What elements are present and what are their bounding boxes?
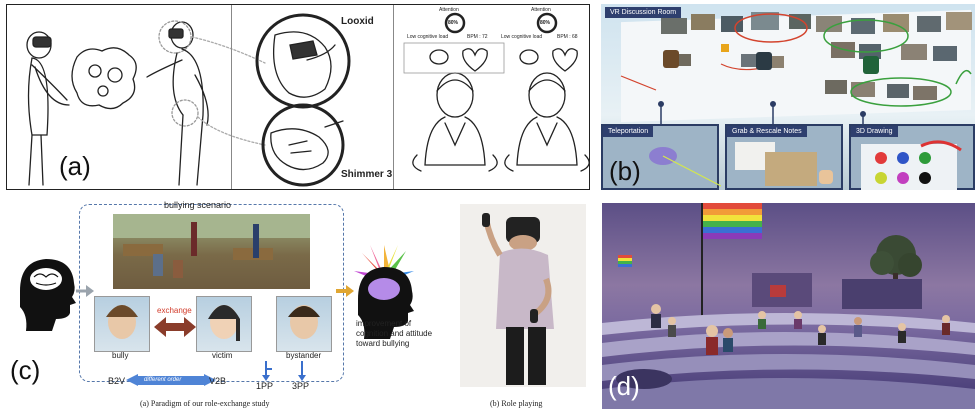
role-victim: victim bbox=[212, 351, 233, 360]
note-photos bbox=[620, 12, 972, 124]
panel-a-label: (a) bbox=[59, 151, 91, 181]
panel-b-label: (b) bbox=[609, 156, 641, 186]
room-title: VR Discussion Room bbox=[605, 7, 682, 18]
rescale-notes bbox=[735, 142, 833, 186]
role-bully: bully bbox=[112, 351, 129, 360]
caption-role-playing: (b) Role playing bbox=[490, 399, 543, 408]
teleportation-title: Teleportation bbox=[603, 126, 654, 137]
looxid-label: Looxid bbox=[341, 16, 374, 27]
attention-label: Attention bbox=[531, 7, 551, 13]
teleportation-box: Teleportation bbox=[601, 124, 721, 190]
3d-drawing-title: 3D Drawing bbox=[851, 126, 898, 137]
role-bystander: bystander bbox=[286, 351, 322, 360]
grab-rescale-title: Grab & Rescale Notes bbox=[727, 126, 807, 137]
bpm-label: BPM : 72 bbox=[467, 34, 488, 40]
palette-swatch[interactable] bbox=[875, 152, 887, 164]
view-1pp: 1PP bbox=[256, 381, 274, 391]
virtual-plaza bbox=[602, 203, 975, 409]
different-order-label: different order bbox=[144, 377, 182, 383]
bpm-label: BPM : 68 bbox=[557, 34, 578, 40]
panel-a: Looxid Shimmer 3 Attention 80% Low cogni… bbox=[6, 4, 590, 190]
panel-d-label: (d) bbox=[608, 371, 640, 401]
scene-figures bbox=[113, 214, 310, 278]
panel-c-label: (c) bbox=[10, 355, 41, 385]
caption-paradigm: (a) Paradigm of our role-exchange study bbox=[140, 399, 270, 408]
palette-swatch[interactable] bbox=[919, 152, 931, 164]
palette-swatch[interactable] bbox=[919, 172, 931, 184]
view-3pp: 3PP bbox=[292, 381, 310, 391]
panel-a-divider bbox=[231, 5, 232, 189]
shimmer-label: Shimmer 3 bbox=[341, 169, 393, 180]
attention-value: 80% bbox=[448, 20, 459, 26]
color-palette bbox=[861, 140, 962, 190]
improvement-text: improvement of cognition and attitude to… bbox=[356, 319, 433, 348]
attention-value: 80% bbox=[540, 20, 551, 26]
scenario-title: bullying scenario bbox=[164, 200, 232, 210]
teleport-marker bbox=[649, 147, 721, 187]
attention-label: Attention bbox=[439, 7, 459, 13]
panel-a-sketch bbox=[26, 12, 589, 187]
view-v2b: V2B bbox=[209, 376, 227, 386]
panel-b: VR Discussion Room Teleportation Grab & … bbox=[601, 4, 975, 190]
palette-swatch[interactable] bbox=[897, 172, 909, 184]
panel-a-divider bbox=[393, 5, 394, 189]
palette-swatch[interactable] bbox=[875, 172, 887, 184]
panel-d: (d) bbox=[602, 203, 975, 409]
panel-c: bullying scenario bbox=[6, 199, 590, 411]
cognitive-load-label: Low cognitive load bbox=[407, 34, 449, 40]
palette-swatch[interactable] bbox=[897, 152, 909, 164]
bullying-scene bbox=[113, 214, 310, 289]
view-b2v: B2V bbox=[108, 376, 126, 386]
rainbow-flag bbox=[701, 203, 762, 323]
3d-drawing-box: 3D Drawing bbox=[849, 124, 975, 190]
paradigm-diagram bbox=[20, 204, 586, 387]
cognitive-load-label: Low cognitive load bbox=[501, 34, 543, 40]
grab-rescale-box: Grab & Rescale Notes bbox=[725, 124, 843, 190]
exchange-label: exchange bbox=[157, 306, 192, 315]
